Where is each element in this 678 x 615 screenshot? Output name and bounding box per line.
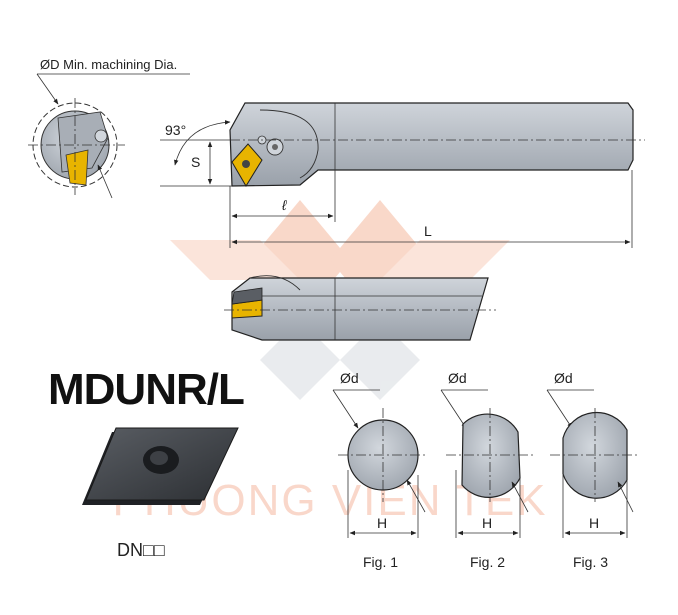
model-title: MDUNR/L <box>48 365 244 414</box>
fig1-caption: Fig. 1 <box>363 554 398 570</box>
fig3-h-label: H <box>589 515 599 531</box>
angle-label: 93° <box>165 122 186 138</box>
tool-top-view <box>229 102 645 187</box>
s-label: S <box>191 154 200 170</box>
min-dia-label: ØD Min. machining Dia. <box>40 57 177 72</box>
fig1-d-label: Ød <box>340 370 359 386</box>
fig1-h-label: H <box>377 515 387 531</box>
fig2-h-label: H <box>482 515 492 531</box>
bar-section-fig2: Ød H Fig. 2 <box>440 370 536 570</box>
fig3-d-label: Ød <box>554 370 573 386</box>
insert-code: DN□□ <box>117 540 165 560</box>
fig3-caption: Fig. 3 <box>573 554 608 570</box>
fig2-d-label: Ød <box>448 370 467 386</box>
l-small-label: ℓ <box>281 197 287 213</box>
tool-side-view <box>224 275 496 341</box>
insert-drawing <box>82 427 239 505</box>
fig2-caption: Fig. 2 <box>470 554 505 570</box>
l-large-label: L <box>424 223 432 239</box>
bar-section-fig3: Ød H Fig. 3 <box>546 370 640 570</box>
bar-section-fig1: Ød H Fig. 1 <box>332 370 428 570</box>
end-view: ØD Min. machining Dia. <box>28 57 190 199</box>
